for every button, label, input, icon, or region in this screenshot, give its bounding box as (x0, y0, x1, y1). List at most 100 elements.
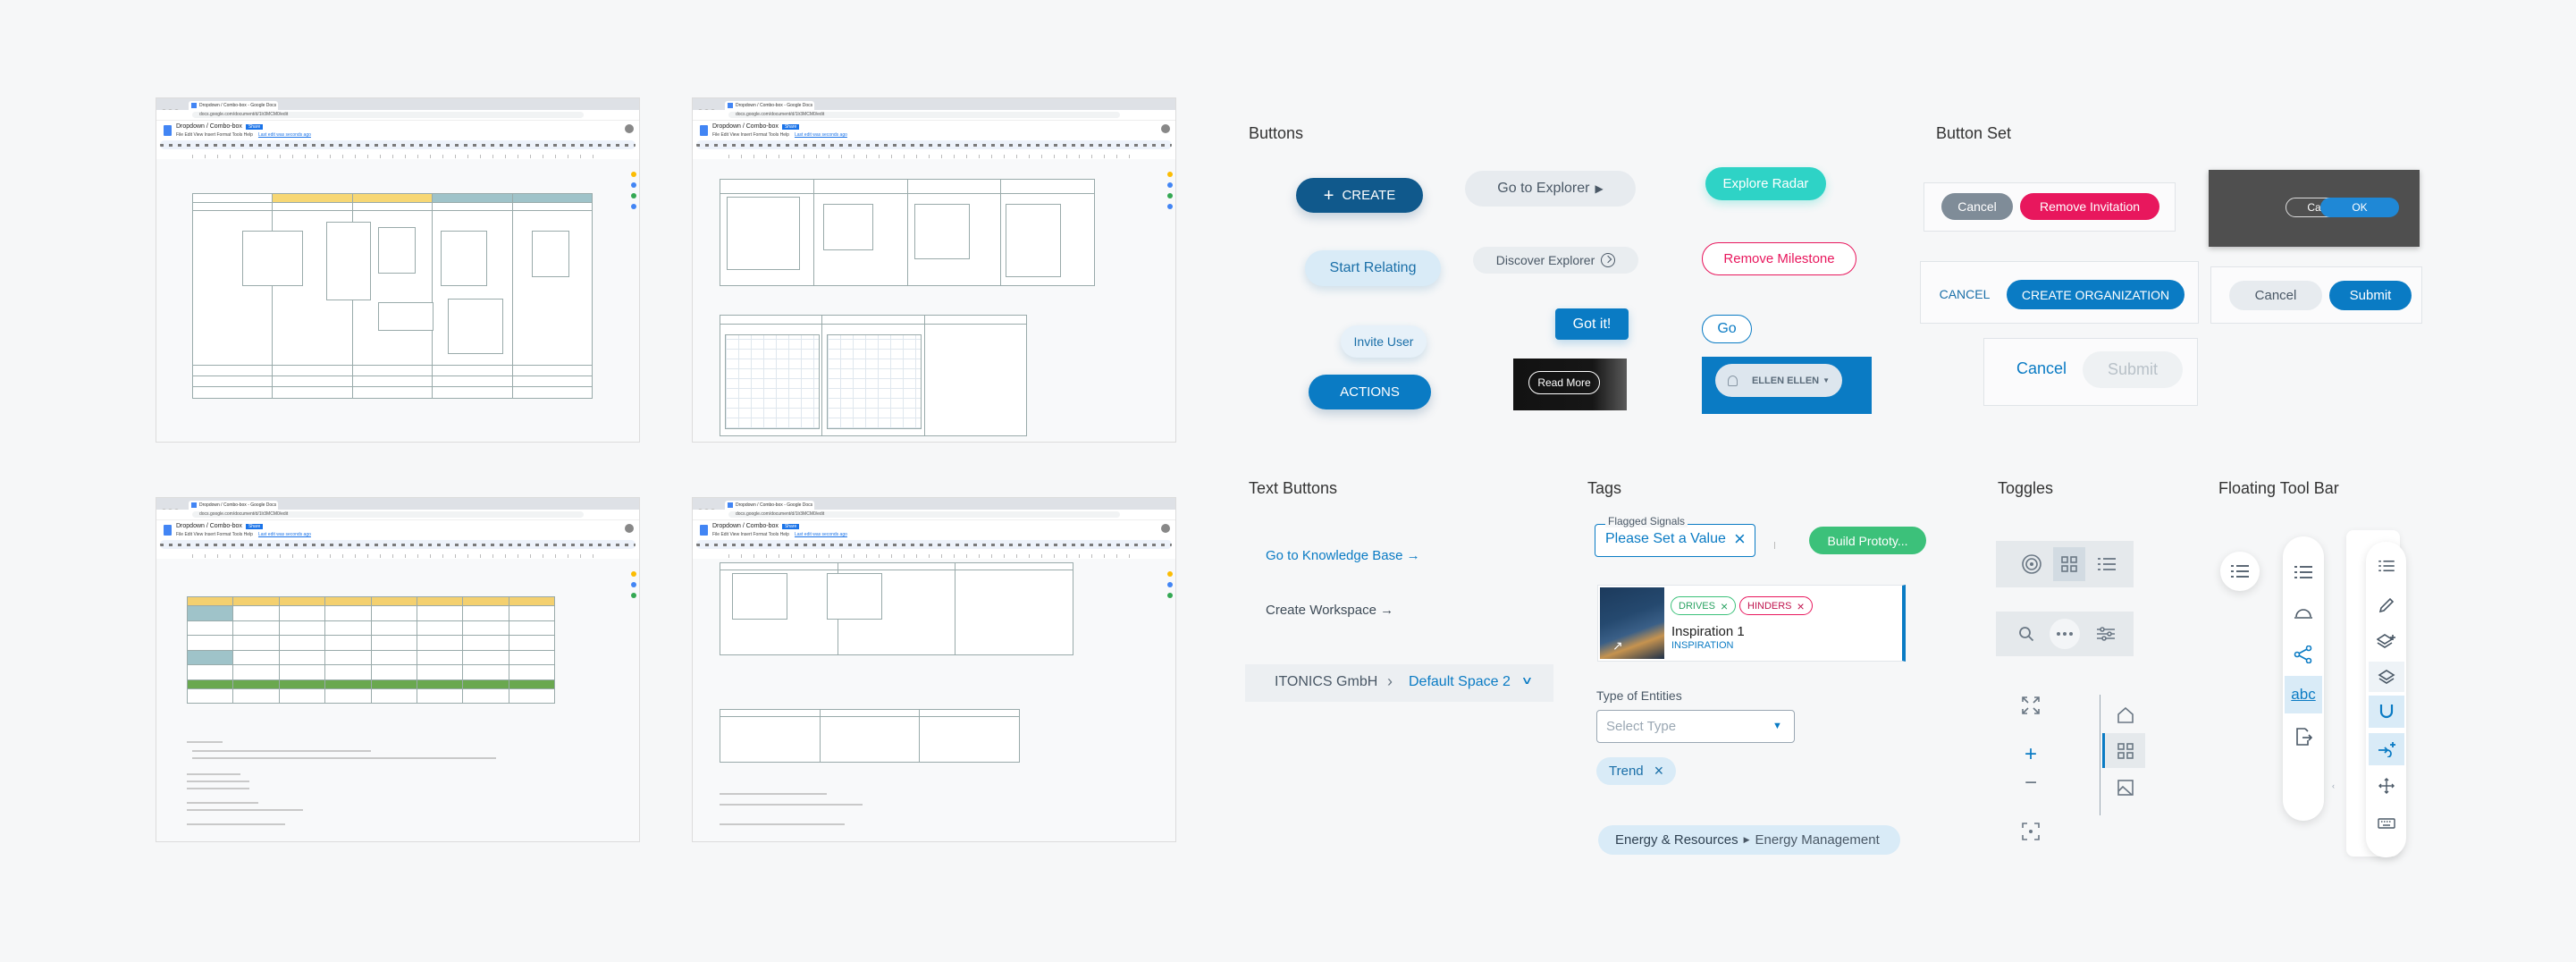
ruler (192, 151, 603, 158)
got-it-button[interactable]: Got it! (1555, 308, 1629, 340)
pencil-icon[interactable] (2369, 590, 2404, 620)
chevron-down-icon[interactable]: ∨ (1520, 674, 1534, 687)
zoom-in-icon[interactable]: + (2024, 742, 2037, 766)
layers-add-icon[interactable] (2369, 626, 2404, 656)
flagged-signals-label: Flagged Signals (1605, 515, 1688, 527)
radar-icon[interactable] (2016, 549, 2048, 579)
avatar[interactable] (625, 524, 634, 533)
filter-sliders-icon[interactable] (2091, 619, 2121, 649)
go-to-knowledge-base-link[interactable]: Go to Knowledge Base → (1266, 548, 1420, 563)
expand-icon[interactable] (2018, 693, 2043, 718)
flagged-signals-value: Please Set a Value (1605, 531, 1726, 546)
avatar[interactable] (1161, 524, 1170, 533)
close-icon[interactable]: × (1720, 598, 1729, 613)
docs-toolbar[interactable] (160, 140, 636, 149)
build-prototype-button[interactable]: Build Prototy... (1809, 527, 1926, 554)
create-workspace-link[interactable]: Create Workspace → (1266, 603, 1394, 618)
docs-logo-icon (164, 125, 172, 136)
go-button[interactable]: Go (1702, 315, 1752, 343)
start-relating-button[interactable]: Start Relating (1305, 250, 1441, 286)
browser-tab[interactable]: Dropdown / Combo-box - Google Docs (725, 501, 814, 510)
address-bar[interactable]: docs.google.com/document/d/1lr3MCM0/edit (693, 110, 1175, 121)
cancel-button-2[interactable]: Cancel (2229, 281, 2322, 310)
docs-toolbar[interactable] (696, 540, 1172, 549)
entity-type-select[interactable] (1596, 710, 1795, 743)
divider (1774, 542, 1775, 549)
close-icon[interactable]: × (1654, 762, 1664, 780)
browser-tab[interactable]: Dropdown / Combo-box - Google Docs (189, 101, 278, 110)
browser-tab[interactable]: Dropdown / Combo-box - Google Docs (189, 501, 278, 510)
drives-tag[interactable]: DRIVES× (1671, 596, 1737, 615)
explore-radar-button[interactable]: Explore Radar (1705, 167, 1826, 200)
share-network-icon[interactable] (2286, 638, 2321, 671)
magnet-icon[interactable] (2369, 696, 2404, 728)
add-connection-icon[interactable] (2369, 733, 2404, 765)
user-menu-button[interactable]: ELLEN ELLEN ▼ (1715, 364, 1842, 397)
layers-icon[interactable] (2369, 662, 2404, 692)
discover-explorer-button[interactable]: Discover Explorer (1473, 247, 1638, 274)
search-icon[interactable] (2011, 619, 2041, 649)
docs-toolbar[interactable] (160, 540, 636, 549)
docs-logo-icon (700, 525, 708, 536)
doc-screenshot-1: Dropdown / Combo-box - Google Docs docs.… (156, 97, 640, 443)
doc-table (186, 596, 556, 704)
caret-right-icon: ▶ (1743, 835, 1750, 844)
create-organization-button[interactable]: CREATE ORGANIZATION (2007, 280, 2185, 309)
submit-button[interactable]: Submit (2329, 281, 2412, 310)
close-icon[interactable]: × (1797, 598, 1805, 613)
avatar[interactable] (625, 124, 634, 133)
more-icon[interactable] (2050, 619, 2080, 649)
cancel-caps-button[interactable]: CANCEL (1939, 287, 1991, 301)
address-bar[interactable]: docs.google.com/document/d/1lr3MCM0/edit (693, 510, 1175, 520)
list-icon[interactable] (2286, 556, 2321, 588)
breadcrumb-space[interactable]: Default Space 2 (1409, 674, 1511, 689)
list-view-icon[interactable] (2091, 549, 2123, 579)
zoom-out-icon[interactable]: − (2024, 771, 2037, 795)
dashboard-icon[interactable] (2102, 733, 2145, 768)
flagged-signals-field[interactable] (1595, 524, 1755, 557)
cloche-icon[interactable] (2286, 597, 2321, 629)
remove-milestone-button[interactable]: Remove Milestone (1702, 242, 1856, 275)
address-bar[interactable]: docs.google.com/document/d/1lr3MCM0/edit (156, 510, 639, 520)
actions-button[interactable]: ACTIONS (1309, 375, 1431, 409)
home-icon[interactable] (2106, 700, 2145, 730)
cancel-button[interactable]: Cancel (1941, 193, 2013, 220)
browser-tab[interactable]: Dropdown / Combo-box - Google Docs (725, 101, 814, 110)
list-icon[interactable] (2369, 551, 2404, 581)
image-icon[interactable] (2106, 772, 2145, 803)
section-title-tags: Tags (1587, 479, 1622, 497)
text-spellcheck-icon[interactable]: abc (2285, 676, 2322, 713)
ok-button[interactable]: OK (2320, 198, 2399, 217)
close-icon[interactable]: × (1734, 527, 1746, 550)
doc-screenshot-3: Dropdown / Combo-box - Google Docs docs.… (156, 497, 640, 842)
cancel-text-button[interactable]: Cancel (2016, 359, 2067, 377)
read-more-button[interactable]: Read More (1528, 371, 1600, 394)
keyboard-icon[interactable] (2369, 808, 2404, 839)
hinders-tag[interactable]: HINDERS× (1739, 596, 1813, 615)
docs-toolbar[interactable] (696, 140, 1172, 149)
grid-view-icon[interactable] (2053, 547, 2085, 581)
trend-tag[interactable]: Trend× (1596, 757, 1677, 785)
invite-user-button[interactable]: Invite User (1341, 325, 1427, 358)
remove-invitation-button[interactable]: Remove Invitation (2020, 193, 2159, 220)
create-button[interactable]: + CREATE (1296, 178, 1423, 213)
go-to-explorer-button[interactable]: Go to Explorer ▶ (1465, 171, 1636, 207)
external-link-icon[interactable]: ↗ (1612, 638, 1623, 653)
breadcrumb-org[interactable]: ITONICS GmbH (1275, 674, 1378, 689)
avatar[interactable] (1161, 124, 1170, 133)
focus-icon[interactable] (2018, 819, 2043, 844)
export-icon[interactable] (2286, 721, 2321, 753)
move-icon[interactable] (2369, 771, 2404, 801)
small-caret-icon: ‹ (2332, 781, 2335, 790)
doc-canvas (156, 159, 639, 442)
address-bar[interactable]: docs.google.com/document/d/1lr3MCM0/edit (156, 110, 639, 121)
floating-menu-button[interactable] (2220, 552, 2260, 591)
